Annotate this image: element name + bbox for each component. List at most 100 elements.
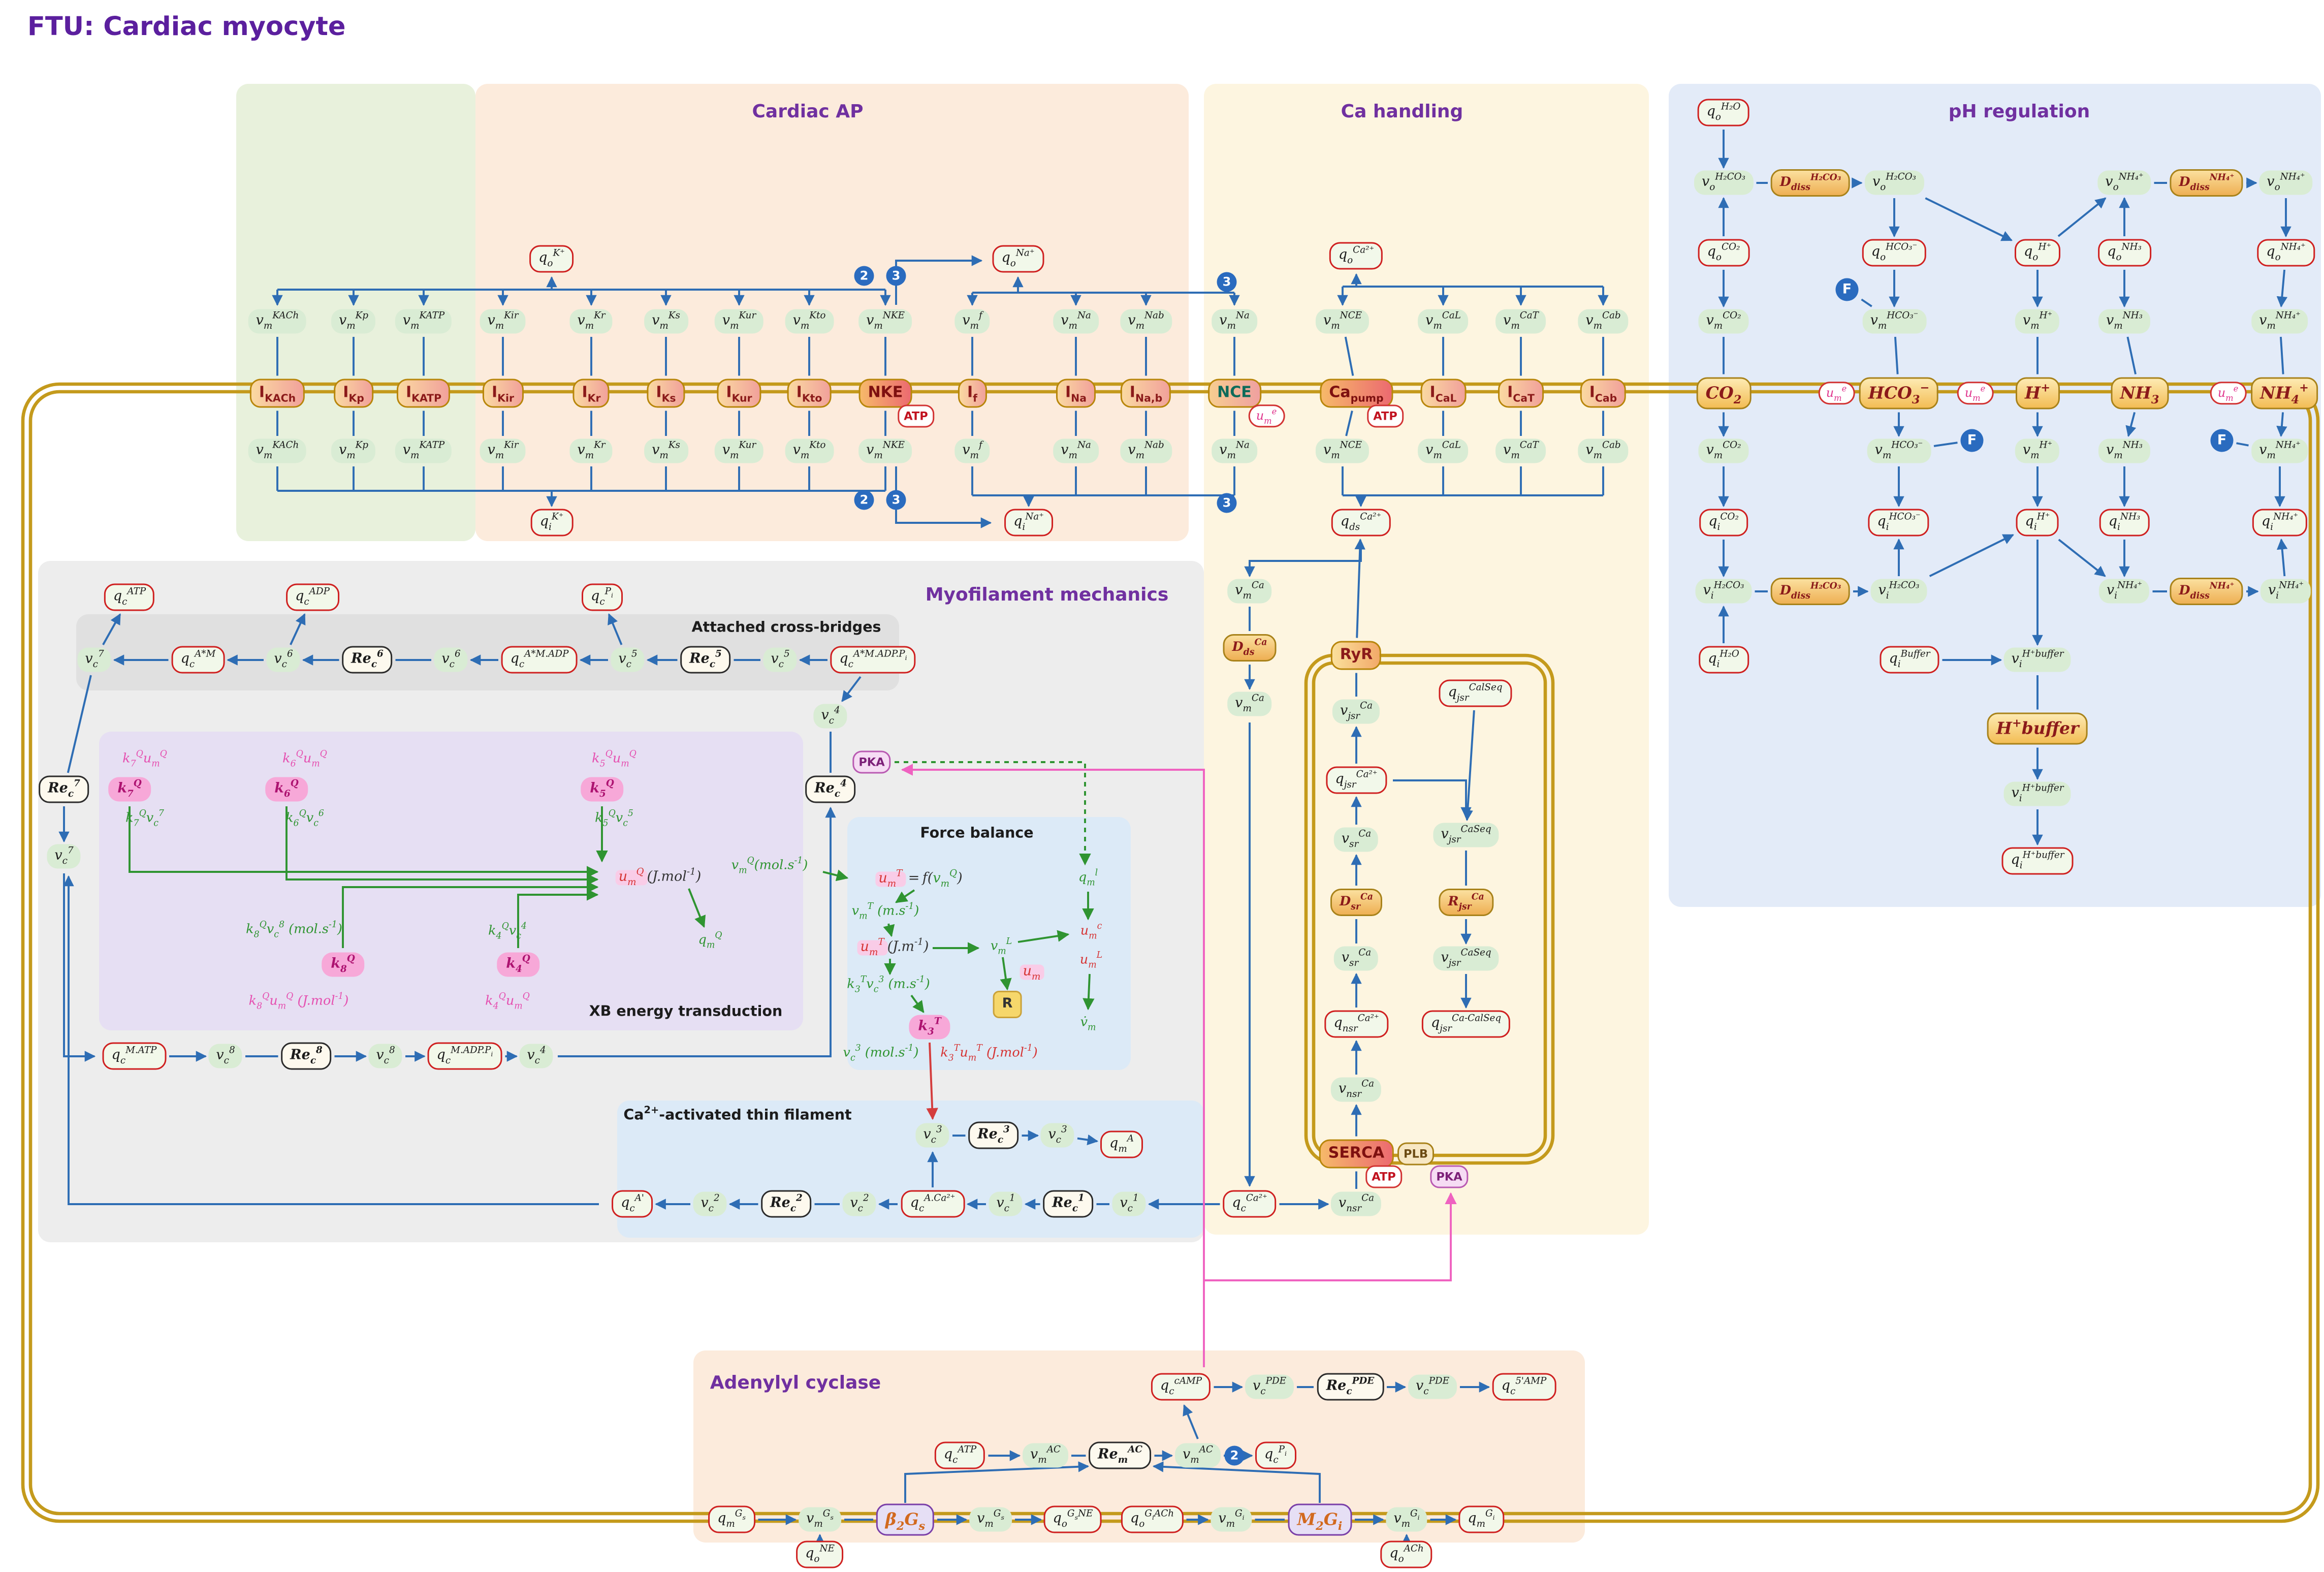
q-o-k: qoK⁺ bbox=[529, 245, 574, 273]
v-c4-a: vc4 bbox=[813, 704, 848, 729]
i-na: INa bbox=[1056, 379, 1096, 408]
v-kir-i: vmKir bbox=[480, 438, 526, 464]
v-na-o: vmNa bbox=[1053, 309, 1099, 334]
q-camp: qccAMP bbox=[1151, 1373, 1212, 1401]
edge-179 bbox=[517, 889, 599, 948]
edge-188 bbox=[1000, 957, 1012, 991]
q-ac-atp: qcATP bbox=[934, 1441, 986, 1470]
v-hbuf-1: viH⁺buffer bbox=[2003, 647, 2072, 673]
i-nab: INa,b bbox=[1120, 379, 1172, 408]
k4: k4Q bbox=[497, 952, 539, 978]
edge-132 bbox=[1354, 538, 1365, 638]
edge-192 bbox=[926, 1042, 938, 1120]
q-i-na: qiNa⁺ bbox=[1004, 509, 1053, 537]
v-cal-o: vmCaL bbox=[1418, 309, 1469, 334]
q-ach: qoACh bbox=[1380, 1540, 1433, 1569]
v-ks-o: vmKs bbox=[644, 309, 688, 334]
v-nsr-out: vnsrCa bbox=[1330, 1191, 1382, 1217]
q-ds-ca: qdsCa²⁺ bbox=[1331, 509, 1391, 537]
nke: NKE bbox=[858, 379, 912, 408]
edge-129 bbox=[1861, 298, 1872, 307]
edge-161 bbox=[102, 613, 121, 645]
v-ac-b: vmAC bbox=[1175, 1443, 1221, 1468]
v-f-i: vmf bbox=[954, 438, 990, 464]
t-k8u: k8QumQ (J.mol-1) bbox=[248, 992, 349, 1012]
sp-nh3: NH3 bbox=[2111, 377, 2169, 410]
q-aca: qcA.Ca²⁺ bbox=[901, 1190, 965, 1218]
q-amadppi: qcA*M.ADP.Pi bbox=[830, 646, 916, 674]
label-ph-regulation: pH regulation bbox=[1948, 101, 2090, 122]
t-k7v: k7Qvc7 bbox=[125, 809, 164, 829]
v-kto-i: vmKto bbox=[785, 438, 834, 464]
v-nce-na-i: vmNa bbox=[1212, 438, 1257, 464]
q-madppi: qcM.ADP.Pi bbox=[427, 1042, 502, 1071]
q-ne: qoNE bbox=[796, 1540, 844, 1569]
page-title: FTU: Cardiac myocyte bbox=[27, 12, 346, 43]
edge-176 bbox=[285, 806, 599, 886]
num2-bot: 2 bbox=[854, 490, 874, 510]
ue-2: ume bbox=[1957, 382, 1993, 405]
t-k4v: k4Qvc4 bbox=[488, 922, 527, 942]
v-o-h2co3-2: voH₂CO₃ bbox=[1864, 170, 1924, 196]
edge-216 bbox=[1152, 1461, 1321, 1503]
v-c3-a: vc3 bbox=[915, 1123, 950, 1148]
q-i-nh4: qiNH₄⁺ bbox=[2252, 509, 2308, 537]
q-am: qcA*M bbox=[171, 646, 225, 674]
q-o-na: qoNa⁺ bbox=[992, 245, 1044, 273]
re2: Rec2 bbox=[761, 1190, 812, 1218]
edge-191 bbox=[1083, 973, 1095, 1011]
v-m-co2-i: vmCO₂ bbox=[1698, 438, 1749, 464]
i-kr: IKr bbox=[572, 379, 610, 408]
t-umc: umc bbox=[1080, 922, 1102, 942]
v-nke-o: vmNKE bbox=[858, 309, 912, 334]
v-f-o: vmf bbox=[954, 309, 990, 334]
re4: Rec4 bbox=[805, 775, 856, 804]
edge-26 bbox=[1344, 336, 1354, 376]
q-amadp: qcA*M.ADP bbox=[501, 646, 578, 674]
edge-228 bbox=[1204, 1192, 1457, 1281]
edge-186 bbox=[910, 994, 925, 1013]
t-umT: umT(J.m-1) bbox=[857, 938, 929, 958]
v-m-hco3-o: vmHCO₃⁻ bbox=[1862, 309, 1926, 334]
v-c6-a: vc6 bbox=[266, 647, 301, 673]
v-gi-a: vmGi bbox=[1211, 1507, 1252, 1532]
v-na-i: vmNa bbox=[1053, 438, 1099, 464]
label-force-balance: Force balance bbox=[920, 825, 1034, 842]
i-cab: ICab bbox=[1580, 379, 1627, 408]
v-c3-b: vc3 bbox=[1040, 1123, 1075, 1148]
edge-120 bbox=[2058, 539, 2106, 577]
q-adp: qcADP bbox=[286, 583, 339, 612]
serca: SERCA bbox=[1319, 1139, 1394, 1169]
label-myofilament-mechanics: Myofilament mechanics bbox=[925, 584, 1169, 605]
edge-227 bbox=[901, 764, 1205, 1367]
q-cacalseq: qjsrCa-CalSeq bbox=[1421, 1010, 1511, 1039]
q-giach: qoGiACh bbox=[1121, 1505, 1184, 1534]
v-kto-o: vmKto bbox=[785, 309, 834, 334]
v-m-hco3-i: vmHCO₃⁻ bbox=[1867, 438, 1931, 464]
q-i-co2: qiCO₂ bbox=[1699, 509, 1748, 537]
region-ca-handling bbox=[1204, 84, 1649, 1235]
q-atp: qcATP bbox=[104, 583, 155, 612]
q-pi: qcPi bbox=[582, 583, 622, 612]
v-nab-i: vmNab bbox=[1120, 438, 1172, 464]
q-i-k: qiK⁺ bbox=[530, 509, 573, 537]
edge-164 bbox=[841, 676, 862, 702]
q-o-co2: qoCO₂ bbox=[1698, 239, 1749, 267]
q-gsne: qoGsNE bbox=[1043, 1505, 1102, 1534]
v-c2-b: vc2 bbox=[842, 1191, 877, 1217]
num2-top: 2 bbox=[854, 266, 874, 286]
v-c2-a: vc2 bbox=[693, 1191, 727, 1217]
edge-167 bbox=[67, 675, 92, 773]
label-cardiac-ap: Cardiac AP bbox=[752, 101, 864, 122]
v-gs-b: vmGs bbox=[969, 1507, 1012, 1532]
k6: k6Q bbox=[265, 777, 308, 802]
b2gs: β2Gs bbox=[876, 1503, 935, 1536]
i-f: If bbox=[958, 379, 987, 408]
q-o-h2o: qoH₂O bbox=[1697, 99, 1750, 127]
edge-69 bbox=[895, 466, 992, 528]
v-m-nh4-o: vmNH₄⁺ bbox=[2251, 309, 2308, 334]
v-ncec-o: vmNCE bbox=[1315, 309, 1370, 334]
q-o-ca: qoCa²⁺ bbox=[1329, 242, 1384, 270]
